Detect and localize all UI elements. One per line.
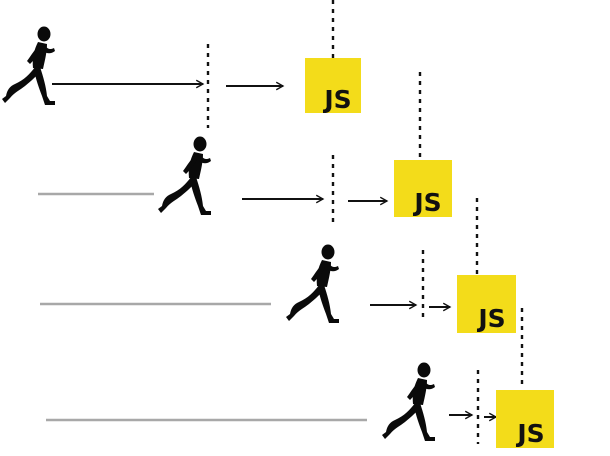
row-1: JS: [2, 0, 361, 128]
row-3: JS: [40, 198, 516, 333]
row-4: JS: [46, 308, 554, 448]
javascript-logo-icon: JS: [457, 275, 516, 333]
js-badge-text: JS: [476, 304, 505, 333]
js-badge-text: JS: [412, 188, 441, 217]
js-badge-text: JS: [322, 85, 351, 114]
js-badge-text: JS: [515, 419, 544, 448]
running-person-icon: [158, 136, 211, 215]
javascript-logo-icon: JS: [305, 58, 361, 114]
javascript-logo-icon: JS: [394, 160, 452, 217]
running-person-icon: [382, 362, 435, 441]
javascript-logo-icon: JS: [496, 390, 554, 448]
row-2: JS: [38, 72, 452, 223]
running-person-icon: [286, 244, 339, 323]
running-person-icon: [2, 26, 55, 105]
